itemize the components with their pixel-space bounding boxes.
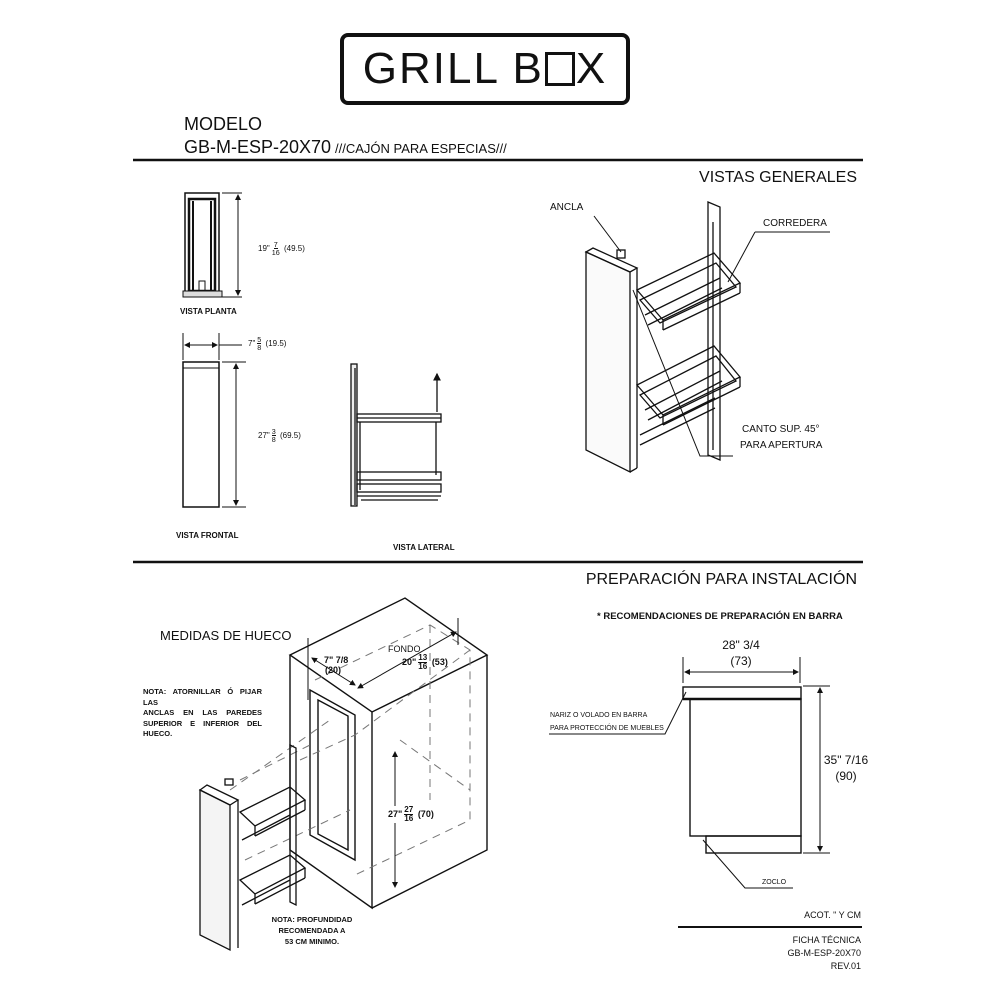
isometric-drawer-drawing <box>584 201 830 474</box>
cavity-width-cm: (20) <box>325 665 342 675</box>
lower-basket <box>635 345 742 446</box>
recommendation-note: * RECOMENDACIONES DE PREPARACIÓN EN BARR… <box>597 611 843 622</box>
plan-view-label: VISTA PLANTA <box>180 307 237 316</box>
logo-square-icon <box>544 52 575 86</box>
model-label: MODELO <box>184 114 263 134</box>
revision: REV.01 <box>830 961 861 971</box>
units-note: ACOT. " Y CM <box>804 910 861 920</box>
front-view-drawing <box>182 333 246 508</box>
cavity-title: MEDIDAS DE HUECO <box>160 628 292 643</box>
bar-section-drawing <box>549 657 830 889</box>
plinth-label: ZOCLO <box>762 879 787 886</box>
logo-text: GRILL B <box>362 44 544 93</box>
nose-label-1: NARIZ O VOLADO EN BARRA <box>550 712 648 719</box>
plan-view-drawing <box>182 192 242 298</box>
bar-width-cm: (73) <box>730 654 752 668</box>
sheet-label: FICHA TÉCNICA <box>792 935 861 945</box>
model-description: ///CAJÓN PARA ESPECIAS/// <box>335 141 507 156</box>
bar-height-cm: (90) <box>835 769 857 783</box>
anchor-label: ANCLA <box>550 202 584 213</box>
logo-text-end: X <box>575 44 608 93</box>
sheet-code: GB-M-ESP-20X70 <box>787 948 861 958</box>
front-view-label: VISTA FRONTAL <box>176 531 239 540</box>
nose-label-2: PARA PROTECCIÓN DE MUEBLES <box>550 725 664 732</box>
general-views-title: VISTAS GENERALES <box>699 169 857 186</box>
bar-height-in: 35" 7/16 <box>823 753 869 767</box>
cavity-width-in: 7" 7/8 <box>324 655 349 665</box>
upper-basket <box>635 252 742 331</box>
cavity-depth-label: FONDO <box>388 644 421 654</box>
model-code: GB-M-ESP-20X70 <box>184 137 332 157</box>
side-view-label: VISTA LATERAL <box>393 543 455 552</box>
bar-width-in: 28" 3/4 <box>722 638 760 652</box>
slide-label: CORREDERA <box>763 218 827 229</box>
installation-title: PREPARACIÓN PARA INSTALACIÓN <box>585 571 857 588</box>
grill-box-logo: GRILL B X <box>340 33 630 105</box>
cavity-drawing <box>229 597 489 910</box>
edge-label-1: CANTO SUP. 45° <box>742 424 820 435</box>
edge-label-2: PARA APERTURA <box>740 440 823 451</box>
side-view-drawing <box>350 363 442 507</box>
drawer-insertion-drawing <box>198 743 307 952</box>
